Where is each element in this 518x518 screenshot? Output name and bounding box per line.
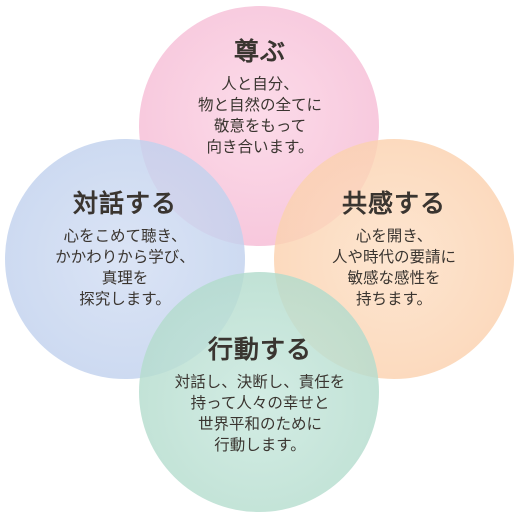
text-right: 心を開き、 人や時代の要請に 敏感な感性を 持ちます。 (331, 227, 456, 308)
text-bottom: 対話し、決断し、責任を 持って人々の幸せと 世界平和のために 行動します。 (174, 373, 346, 454)
title-right: 共感する (341, 189, 446, 218)
label-top: 尊ぶ 人と自分、 物と自然の全てに 敬意をもって 向き合います。 (160, 32, 360, 158)
circle-bottom (139, 272, 379, 512)
text-left: 心をこめて聴き、 かかわりから学び、 真理を 探究します。 (55, 227, 195, 308)
text-top: 人と自分、 物と自然の全てに 敬意をもって 向き合います。 (197, 75, 322, 156)
label-bottom: 行動する 対話し、決断し、責任を 持って人々の幸せと 世界平和のために 行動しま… (140, 330, 380, 456)
title-top: 尊ぶ (233, 37, 286, 66)
title-left: 対話する (72, 189, 177, 218)
label-right: 共感する 心を開き、 人や時代の要請に 敏感な感性を 持ちます。 (284, 184, 504, 310)
title-bottom: 行動する (207, 335, 312, 364)
label-left: 対話する 心をこめて聴き、 かかわりから学び、 真理を 探究します。 (5, 184, 245, 310)
